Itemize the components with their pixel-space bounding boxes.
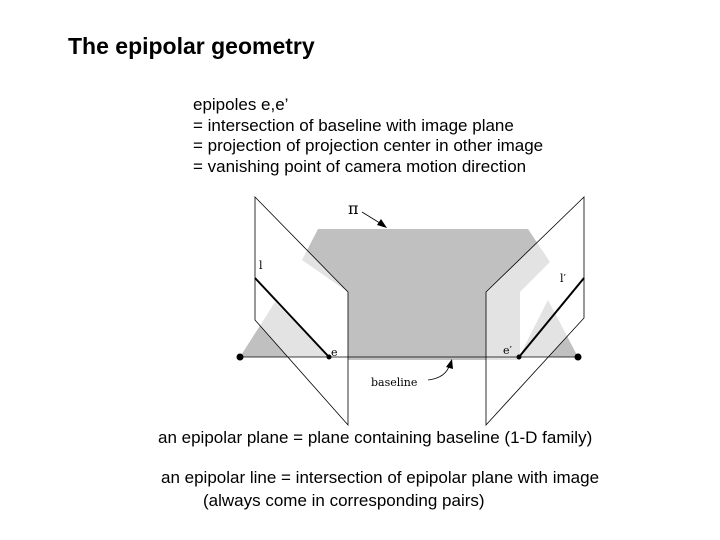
left-epipole bbox=[326, 354, 332, 360]
epipolar-line-caption-note: (always come in corresponding pairs) bbox=[203, 491, 485, 510]
right-epipole-label: e′ bbox=[503, 344, 513, 357]
left-epipolar-line bbox=[254, 277, 330, 358]
definition-line: = vanishing point of camera motion direc… bbox=[193, 156, 527, 176]
definition-line: = intersection of baseline with image pl… bbox=[193, 115, 514, 135]
right-epipole bbox=[516, 354, 522, 360]
pi-arrowhead bbox=[377, 219, 387, 228]
baseline-arrowhead bbox=[446, 359, 453, 369]
left-epipole-label: e bbox=[331, 346, 338, 359]
definition-block: epipoles e,e’ = intersection of baseline… bbox=[193, 95, 543, 177]
plane-pi-label: π bbox=[348, 199, 359, 218]
definition-line: = projection of projection center in oth… bbox=[193, 136, 544, 155]
left-line-label: l bbox=[259, 259, 263, 272]
slide-title: The epipolar geometry bbox=[68, 33, 315, 59]
right-epipolar-line bbox=[518, 277, 585, 358]
right-line-label: l′ bbox=[560, 272, 567, 285]
definition-line: epipoles e,e’ bbox=[193, 95, 289, 114]
epipolar-plane-caption: an epipolar plane = plane containing bas… bbox=[158, 428, 593, 447]
epipolar-line-caption: an epipolar line = intersection of epipo… bbox=[161, 468, 600, 487]
baseline-label: baseline bbox=[371, 376, 417, 389]
right-image-plane bbox=[485, 196, 585, 427]
right-camera-center bbox=[574, 353, 582, 361]
left-camera-center bbox=[236, 353, 244, 361]
